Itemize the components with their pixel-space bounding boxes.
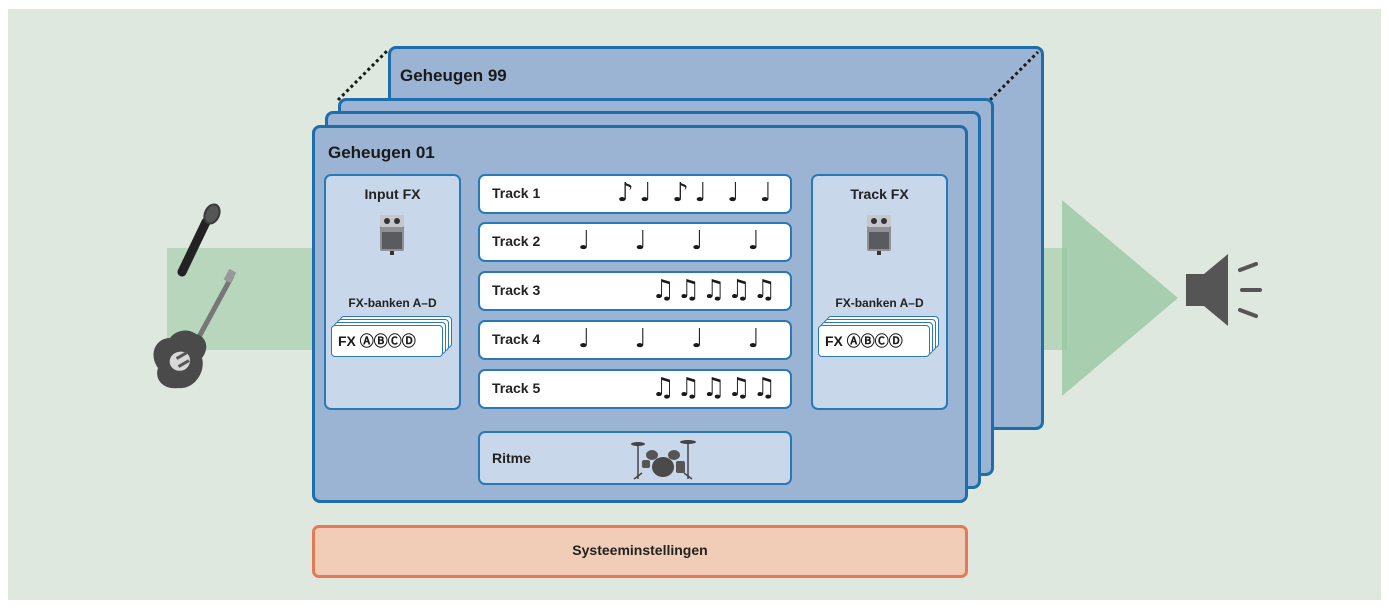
note-pattern: ♪♩ ♪♩ ♩ ♩ xyxy=(616,178,778,208)
microphone-icon xyxy=(177,203,221,277)
pedal-icon xyxy=(867,215,891,255)
track-fx-bank-label: FX-banken A–D xyxy=(835,296,924,310)
track-2: Track 2 ♩ ♩ ♩ ♩ xyxy=(478,222,792,262)
memory-title-99: Geheugen 99 xyxy=(400,66,507,85)
note-pattern: ♫♫♫♫♫ xyxy=(651,373,778,403)
track-label: Track 5 xyxy=(492,380,541,396)
signal-flow-arrowhead xyxy=(1062,200,1178,396)
speaker-icon xyxy=(1186,254,1262,326)
note-pattern: ♩ ♩ ♩ ♩ xyxy=(578,226,778,256)
pedal-icon xyxy=(380,215,404,255)
input-fx-panel: Input FX FX-banken A–D FX ⒶⒷⒸⒹ xyxy=(324,174,461,410)
track-fx-panel: Track FX FX-banken A–D FX ⒶⒷⒸⒹ xyxy=(811,174,948,410)
track-1: Track 1 ♪♩ ♪♩ ♩ ♩ xyxy=(478,174,792,214)
guitar-icon xyxy=(153,268,237,389)
track-fx-bank-card: FX ⒶⒷⒸⒹ xyxy=(818,325,930,357)
note-pattern: ♩ ♩ ♩ ♩ xyxy=(578,324,778,354)
system-settings-bar: Systeeminstellingen xyxy=(312,525,968,578)
rhythm-panel: Ritme xyxy=(478,431,792,485)
track-4: Track 4 ♩ ♩ ♩ ♩ xyxy=(478,320,792,360)
input-fx-title: Input FX xyxy=(364,186,421,202)
input-fx-bank-card: FX ⒶⒷⒸⒹ xyxy=(331,325,443,357)
track-label: Track 2 xyxy=(492,233,541,249)
track-label: Track 4 xyxy=(492,331,541,347)
input-fx-bank-text: FX ⒶⒷⒸⒹ xyxy=(338,333,416,349)
drum-kit-icon xyxy=(631,440,696,480)
track-fx-bank-text: FX ⒶⒷⒸⒹ xyxy=(825,333,903,349)
track-5: Track 5 ♫♫♫♫♫ xyxy=(478,369,792,409)
note-pattern: ♫♫♫♫♫ xyxy=(651,275,778,305)
track-label: Track 1 xyxy=(492,185,541,201)
rhythm-label: Ritme xyxy=(492,450,531,466)
track-3: Track 3 ♫♫♫♫♫ xyxy=(478,271,792,311)
input-fx-bank-label: FX-banken A–D xyxy=(348,296,437,310)
memory-title-01: Geheugen 01 xyxy=(328,143,435,162)
track-label: Track 3 xyxy=(492,282,541,298)
system-settings-label: Systeeminstellingen xyxy=(572,542,708,558)
track-fx-title: Track FX xyxy=(850,186,909,202)
